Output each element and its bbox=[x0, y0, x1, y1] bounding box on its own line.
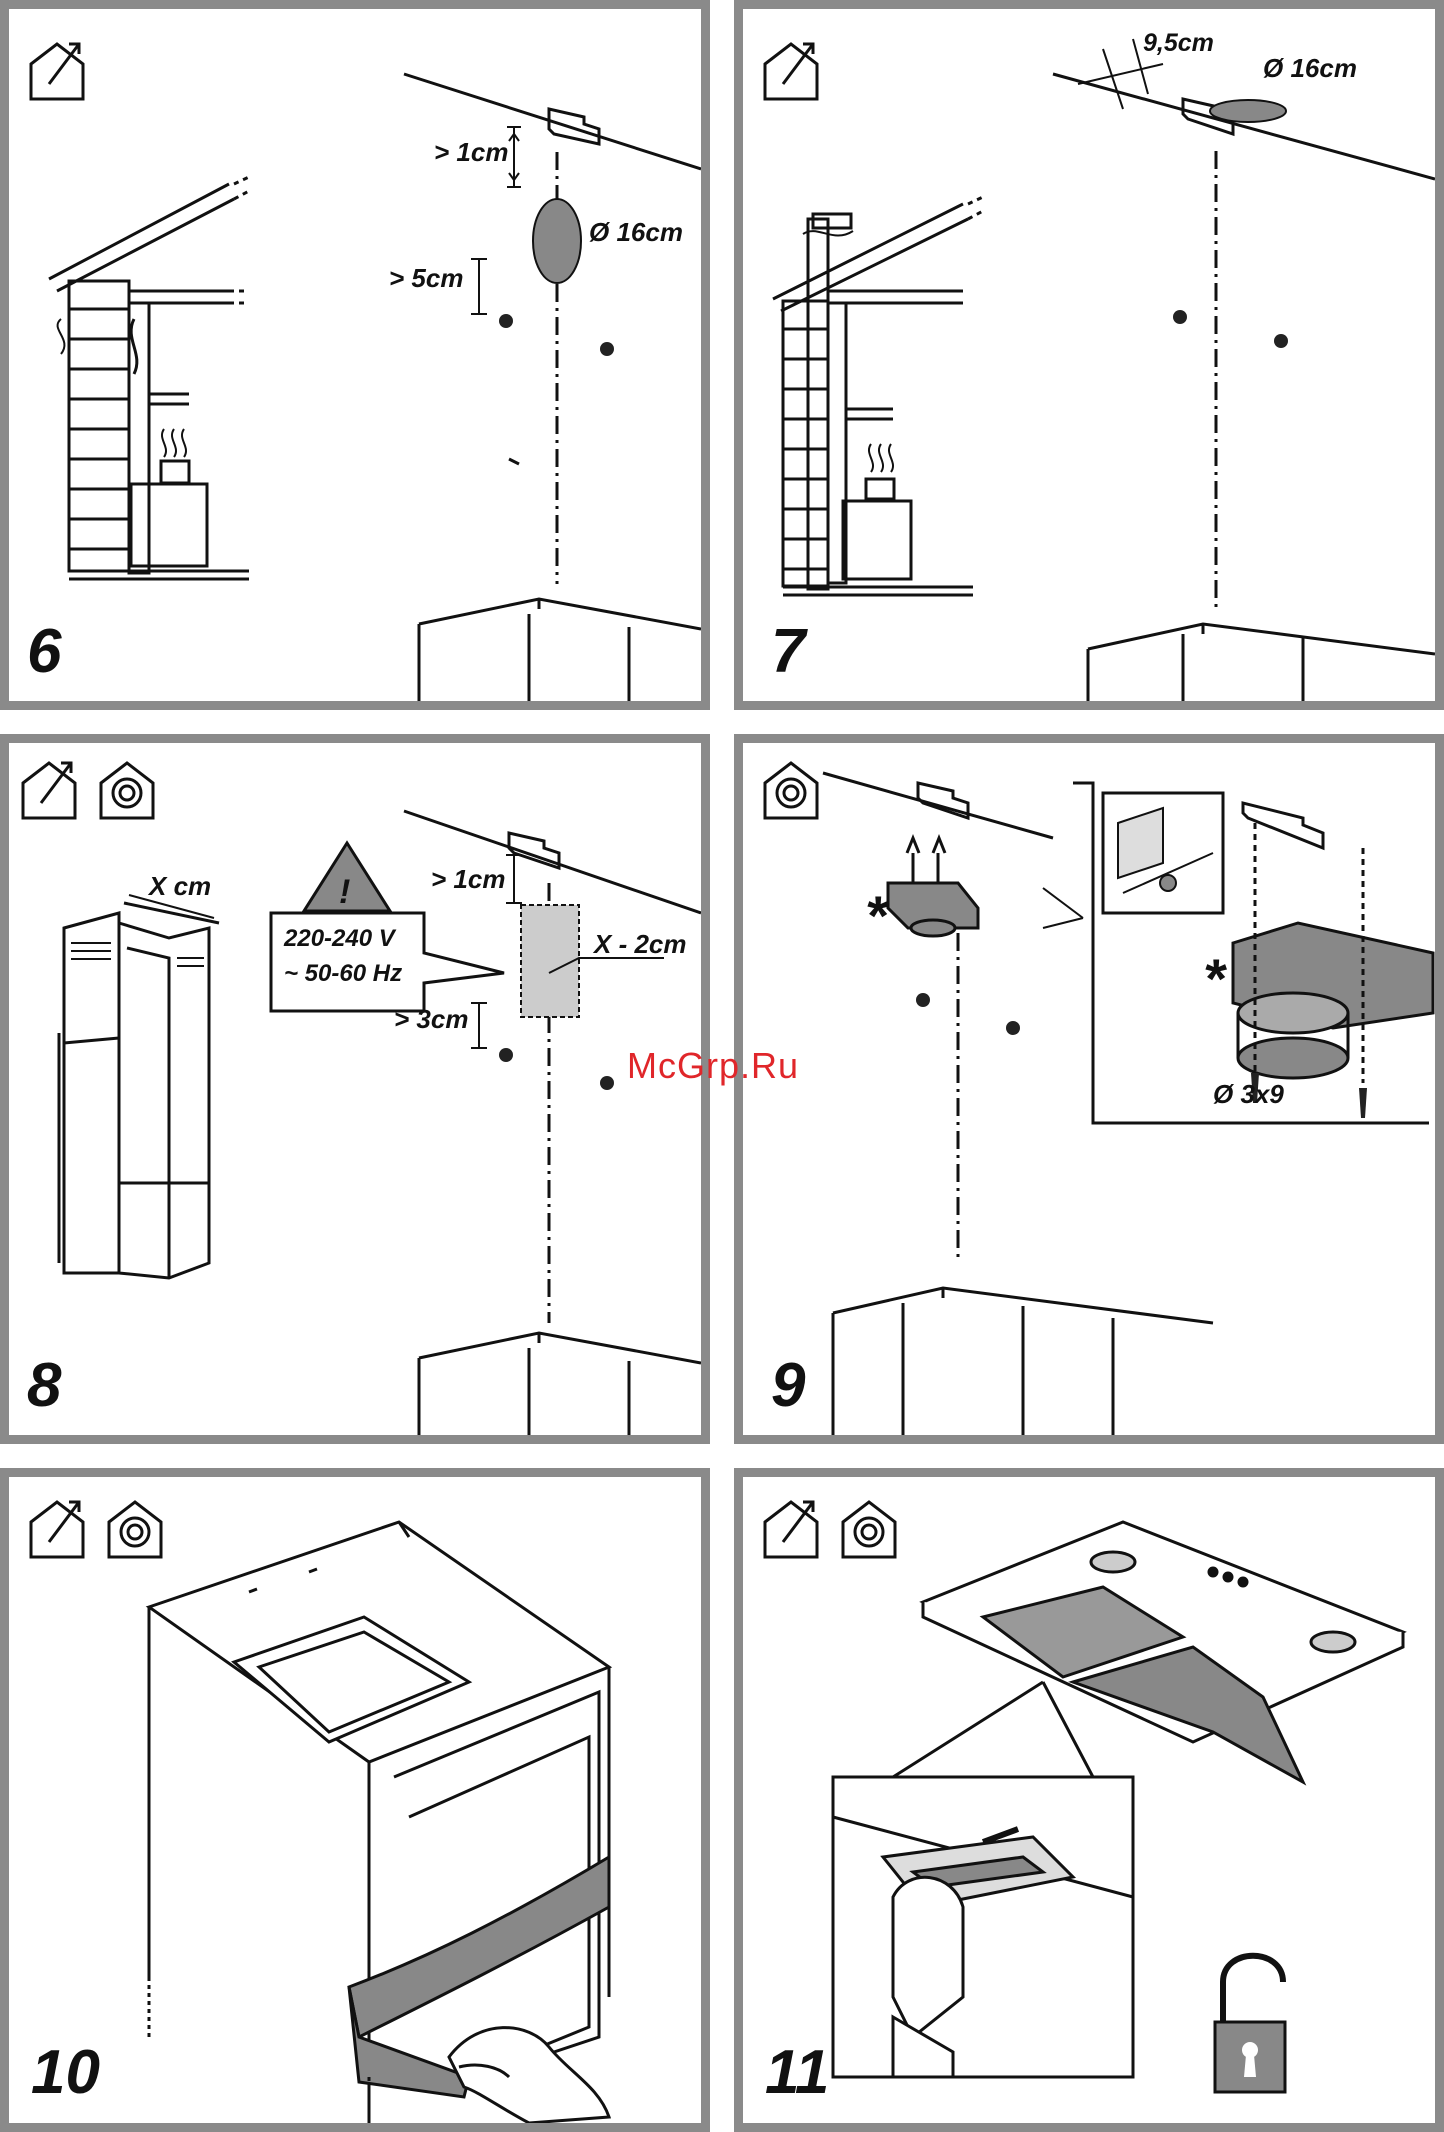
screws bbox=[499, 1048, 614, 1090]
step-number: 7 bbox=[771, 621, 805, 683]
panel-step-7: 9,5cm Ø 16cm 7 bbox=[734, 0, 1444, 710]
step-number: 6 bbox=[27, 621, 61, 683]
screw-size-label: Ø 3x9 bbox=[1213, 1079, 1284, 1109]
ceiling-hole bbox=[1210, 100, 1286, 122]
hole-diameter-label: Ø 16cm bbox=[1263, 53, 1357, 83]
gap-low-label: > 3cm bbox=[394, 1004, 468, 1034]
panel-6-drawing: > 1cm > 5cm Ø 16cm bbox=[9, 9, 701, 701]
asterisk-unit: * bbox=[1203, 947, 1227, 1010]
ducted-mode-icon bbox=[765, 44, 817, 99]
duct-hole bbox=[533, 199, 581, 283]
chimney-covers bbox=[59, 903, 219, 1278]
mode-icons bbox=[23, 763, 153, 818]
asterisk-adapter: * bbox=[865, 884, 889, 947]
screws bbox=[1173, 310, 1288, 348]
recirculation-unit bbox=[1233, 803, 1433, 1083]
ceiling-outline bbox=[1053, 74, 1435, 701]
mode-icons bbox=[31, 1502, 161, 1557]
wall-outline bbox=[404, 74, 701, 701]
step-number: 10 bbox=[31, 2042, 100, 2104]
warning-mark: ! bbox=[339, 873, 350, 911]
panel-10-drawing bbox=[9, 1477, 701, 2123]
socket-width-label: X - 2cm bbox=[592, 929, 687, 959]
unlock-icon bbox=[1215, 1956, 1285, 2092]
step-number: 11 bbox=[765, 2042, 829, 2104]
step-number: 9 bbox=[771, 1355, 805, 1417]
gap-mid-label: > 5cm bbox=[389, 263, 463, 293]
recirculation-mode-icon bbox=[765, 763, 817, 818]
watermark: McGrp.Ru bbox=[627, 1045, 799, 1087]
panel-step-6: > 1cm > 5cm Ø 16cm 6 bbox=[0, 0, 710, 710]
width-label: X cm bbox=[147, 871, 211, 901]
panel-step-11: 11 bbox=[734, 1468, 1444, 2132]
offset-label: 9,5cm bbox=[1143, 29, 1214, 57]
hole-diameter-label: Ø 16cm bbox=[589, 217, 683, 247]
callout-lines bbox=[893, 1682, 1093, 1777]
gap-top-label: > 1cm bbox=[431, 864, 505, 894]
hood-body bbox=[149, 1522, 609, 2123]
wall-outline bbox=[404, 811, 701, 1435]
panel-11-drawing bbox=[743, 1477, 1435, 2123]
panel-step-10: 10 bbox=[0, 1468, 710, 2132]
voltage-label: 220-240 V bbox=[283, 925, 397, 952]
frequency-label: ~ 50-60 Hz bbox=[284, 960, 402, 987]
mode-icons bbox=[765, 1502, 895, 1557]
house-illustration bbox=[49, 177, 249, 579]
panel-step-8: ! 220-240 V ~ 50-60 Hz X cm X - 2cm > 1c… bbox=[0, 734, 710, 1444]
panel-7-drawing: 9,5cm Ø 16cm bbox=[743, 9, 1435, 701]
house-illustration bbox=[773, 197, 983, 595]
gap-top-label: > 1cm bbox=[434, 137, 508, 167]
panel-step-9: * * Ø 3x9 9 bbox=[734, 734, 1444, 1444]
adapter-box bbox=[888, 838, 978, 936]
panel-9-drawing: * * Ø 3x9 bbox=[743, 743, 1435, 1435]
detail-inset bbox=[833, 1777, 1133, 2077]
ducted-mode-icon bbox=[31, 44, 83, 99]
socket-area bbox=[521, 905, 579, 1017]
step-number: 8 bbox=[27, 1355, 61, 1417]
panel-8-drawing: ! 220-240 V ~ 50-60 Hz X cm X - 2cm > 1c… bbox=[9, 743, 701, 1435]
